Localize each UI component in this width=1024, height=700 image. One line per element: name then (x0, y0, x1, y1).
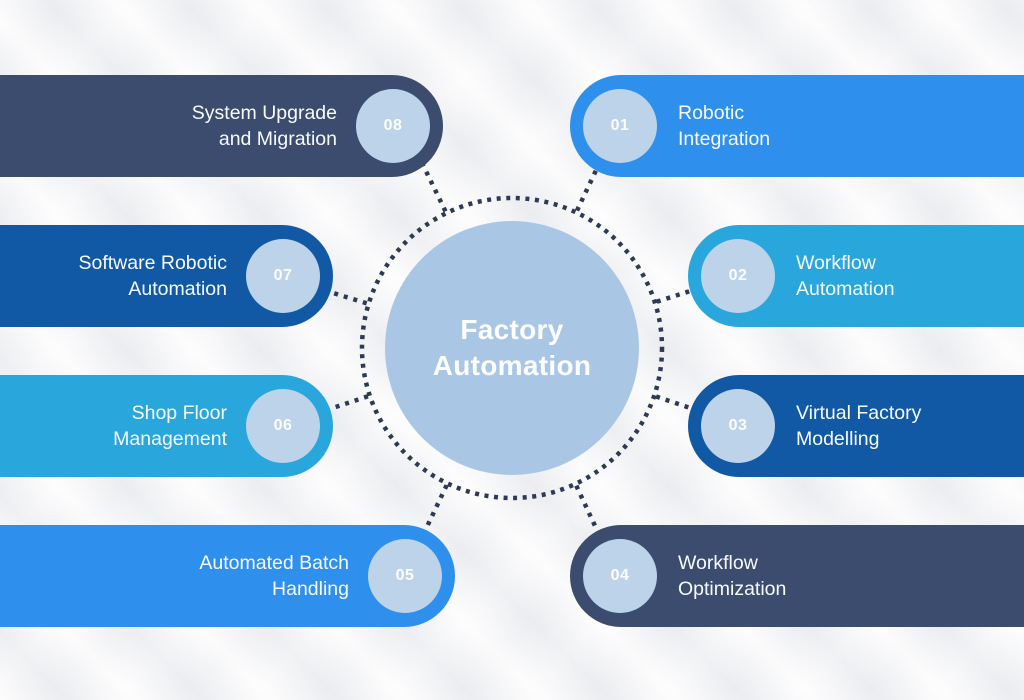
item-badge-08: 08 (356, 89, 430, 163)
connector-line-08 (419, 160, 448, 213)
item-label-03: Virtual Factory Modelling (796, 402, 922, 450)
item-label-08: System Upgrade and Migration (191, 102, 337, 150)
item-bar-03: 03 Virtual Factory Modelling (688, 375, 1024, 477)
item-label-02: Workflow Automation (796, 252, 895, 300)
item-number-03: 03 (728, 417, 748, 434)
item-number-08: 08 (383, 117, 403, 134)
item-number-02: 02 (728, 267, 748, 284)
item-number-01: 01 (610, 117, 630, 134)
item-badge-01: 01 (583, 89, 657, 163)
center-circle: Factory Automation (385, 221, 639, 475)
item-number-05: 05 (395, 567, 415, 584)
item-bar-02: 02 Workflow Automation (688, 225, 1024, 327)
item-badge-06: 06 (246, 389, 320, 463)
item-label-01: Robotic Integration (678, 102, 771, 150)
item-bar-04: 04 Workflow Optimization (570, 525, 1024, 627)
item-number-07: 07 (273, 267, 293, 284)
item-badge-05: 05 (368, 539, 442, 613)
item-number-06: 06 (273, 417, 293, 434)
item-badge-04: 04 (583, 539, 657, 613)
item-badge-02: 02 (701, 239, 775, 313)
item-bar-06: Shop Floor Management 06 (0, 375, 333, 477)
item-bar-08: System Upgrade and Migration 08 (0, 75, 443, 177)
item-bar-05: Automated Batch Handling 05 (0, 525, 455, 627)
item-label-05: Automated Batch Handling (199, 552, 349, 600)
item-label-07: Software Robotic Automation (78, 252, 228, 300)
item-badge-07: 07 (246, 239, 320, 313)
item-label-04: Workflow Optimization (678, 552, 787, 600)
item-label-06: Shop Floor Management (113, 402, 227, 450)
center-title: Factory Automation (432, 314, 592, 381)
item-bar-07: Software Robotic Automation 07 (0, 225, 333, 327)
item-bar-01: 01 Robotic Integration (570, 75, 1024, 177)
item-number-04: 04 (610, 567, 630, 584)
item-badge-03: 03 (701, 389, 775, 463)
